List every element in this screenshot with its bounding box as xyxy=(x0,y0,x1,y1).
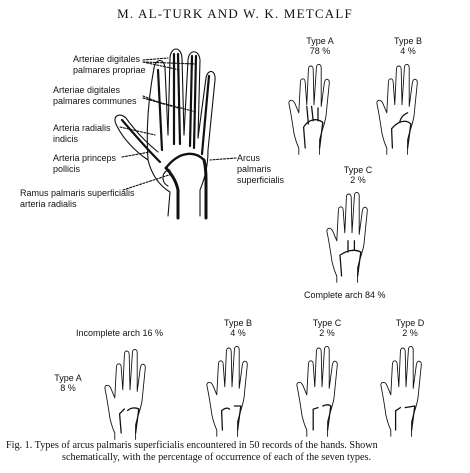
type-percent: 4 % xyxy=(230,328,246,338)
hand-incomplete-type-d xyxy=(380,345,422,437)
incomplete-type-c-label: Type C 2 % xyxy=(307,318,347,338)
type-percent: 78 % xyxy=(309,46,331,56)
hand-outline xyxy=(326,191,368,283)
label-line: palmares communes xyxy=(53,96,137,106)
arch-artery xyxy=(118,407,140,434)
label-line: Arcus xyxy=(237,153,261,163)
anatomical-hand-diagram xyxy=(114,48,216,220)
complete-type-a-label: Type A 78 % xyxy=(300,36,340,56)
label-arteriae-digitales-propriae: Arteriae digitales palmares propriae xyxy=(73,54,146,76)
label-line: pollicis xyxy=(53,164,81,174)
type-name: Type B xyxy=(223,318,252,328)
label-line: Arteria radialis xyxy=(53,123,111,133)
running-header: M. AL-TURK AND W. K. METCALF xyxy=(117,6,353,21)
arch-artery xyxy=(220,405,242,431)
hand-complete-type-b xyxy=(376,63,418,155)
label-line: palmares propriae xyxy=(73,65,146,75)
type-name: Type C xyxy=(312,318,342,328)
label-arcus-palmaris-superficialis: Arcus palmaris superficialis xyxy=(237,153,284,186)
label-line: arteria radialis xyxy=(20,199,77,209)
label-arteria-princeps-pollicis: Arteria princeps pollicis xyxy=(53,153,116,175)
incomplete-type-a-label: Type A 8 % xyxy=(48,373,88,393)
hand-incomplete-type-b xyxy=(206,345,248,437)
label-line: indicis xyxy=(53,134,79,144)
complete-arch-total: Complete arch 84 % xyxy=(304,290,386,300)
type-percent: 2 % xyxy=(402,328,418,338)
complete-type-c-label: Type C 2 % xyxy=(338,165,378,185)
hand-complete-type-c xyxy=(326,191,368,283)
label-line: Arteriae digitales xyxy=(73,54,141,64)
hand-outline xyxy=(104,348,146,440)
type-percent: 2 % xyxy=(319,328,335,338)
hand-outline xyxy=(288,63,330,155)
label-line: palmaris xyxy=(237,164,272,174)
type-name: Type D xyxy=(395,318,425,328)
type-name: Type C xyxy=(343,165,373,175)
label-ramus-palmaris: Ramus palmaris superficialis arteria rad… xyxy=(20,188,135,210)
arch-artery xyxy=(312,404,332,431)
arch-artery xyxy=(394,405,416,431)
type-percent: 2 % xyxy=(350,175,366,185)
caption-line: schematically, with the percentage of oc… xyxy=(62,452,372,463)
incomplete-arch-total: Incomplete arch 16 % xyxy=(76,328,164,338)
type-name: Type B xyxy=(393,36,422,46)
label-line: Arteria princeps xyxy=(53,153,117,163)
caption-line: Fig. 1. Types of arcus palmaris superfic… xyxy=(6,440,378,451)
arch-artery xyxy=(390,112,412,149)
label-line: superficialis xyxy=(237,175,285,185)
type-percent: 8 % xyxy=(60,383,76,393)
figure-caption: Fig. 1. Types of arcus palmaris superfic… xyxy=(6,440,466,464)
hand-incomplete-type-a xyxy=(104,348,146,440)
incomplete-type-d-label: Type D 2 % xyxy=(390,318,430,338)
label-line: Ramus palmaris superficialis xyxy=(20,188,135,198)
complete-type-b-label: Type B 4 % xyxy=(388,36,428,56)
type-percent: 4 % xyxy=(400,46,416,56)
hand-outline xyxy=(206,345,248,437)
hand-outline xyxy=(296,345,338,437)
label-line: Arteriae digitales xyxy=(53,85,121,95)
arch-artery xyxy=(302,105,324,149)
label-arteriae-digitales-communes: Arteriae digitales palmares communes xyxy=(53,85,137,107)
type-name: Type A xyxy=(306,36,334,46)
hand-outline xyxy=(380,345,422,437)
arch-artery xyxy=(339,240,362,277)
hand-incomplete-type-c xyxy=(296,345,338,437)
leader-lines xyxy=(119,57,237,191)
label-arteria-radialis-indicis: Arteria radialis indicis xyxy=(53,123,111,145)
hand-outline xyxy=(376,63,418,155)
incomplete-type-b-label: Type B 4 % xyxy=(218,318,258,338)
hand-complete-type-a xyxy=(288,63,330,155)
type-name: Type A xyxy=(54,373,82,383)
